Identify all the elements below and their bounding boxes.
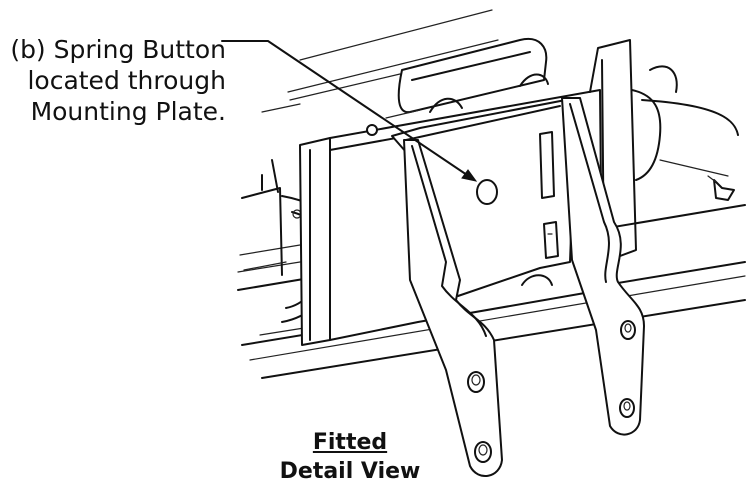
callout-line-2: located through bbox=[27, 66, 226, 95]
callout-line-1: (b) Spring Button bbox=[10, 35, 226, 64]
top-tab bbox=[366, 37, 549, 136]
upper-rails bbox=[261, 9, 499, 113]
spring-button-callout: (b) Spring Button located through Mounti… bbox=[6, 34, 226, 127]
callout-leader bbox=[221, 40, 478, 182]
callout-line-3: Mounting Plate. bbox=[30, 97, 226, 126]
caption-title: Fitted bbox=[312, 430, 388, 455]
right-bracket bbox=[561, 97, 645, 436]
view-caption: Fitted Detail View bbox=[250, 428, 450, 486]
left-bracket bbox=[403, 139, 503, 477]
caption-subtitle: Detail View bbox=[279, 459, 421, 484]
right-clamp bbox=[631, 65, 739, 201]
leader-arrowhead bbox=[461, 169, 478, 182]
spring-button bbox=[476, 179, 498, 205]
